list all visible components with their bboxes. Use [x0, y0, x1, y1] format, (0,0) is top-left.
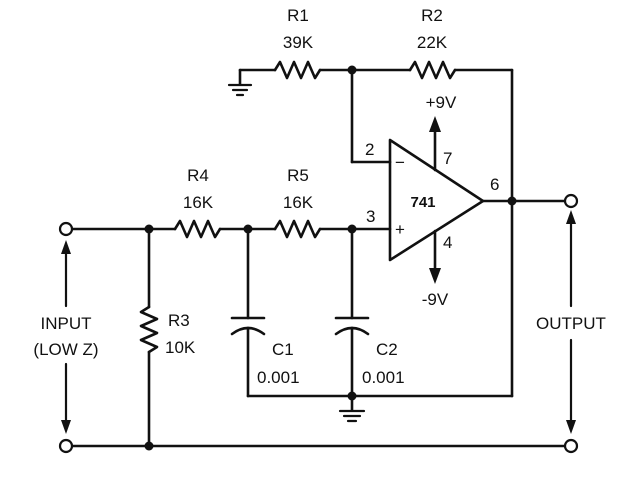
r2-name: R2	[421, 6, 443, 25]
pos-supply-arrow-icon	[429, 116, 441, 132]
junction-output	[507, 196, 517, 206]
r2-value: 22K	[417, 33, 448, 52]
output-terminal-bottom	[563, 438, 579, 454]
r3-name: R3	[168, 311, 190, 330]
c2-name: C2	[376, 340, 398, 359]
output-terminal-top	[563, 193, 579, 209]
r4-resistor	[173, 219, 222, 239]
pin-7-label: 7	[443, 149, 452, 168]
junction-feedback	[347, 65, 357, 75]
r5-value: 16K	[283, 193, 314, 212]
r5-name: R5	[287, 166, 309, 185]
opamp-triangle	[388, 138, 485, 262]
r5-resistor	[273, 219, 322, 239]
r1-value: 39K	[283, 33, 314, 52]
r4-name: R4	[187, 166, 209, 185]
input-double-arrow-icon	[61, 240, 71, 434]
c1-capacitor	[230, 227, 266, 398]
r3-resistor	[139, 305, 159, 354]
r3-value: 10K	[165, 338, 196, 357]
output-label: OUTPUT	[536, 314, 606, 333]
input-label: INPUT	[41, 314, 92, 333]
c2-capacitor	[334, 227, 370, 398]
ground-r1	[227, 68, 277, 97]
opamp-label: 741	[410, 194, 435, 211]
neg-supply-arrow-icon	[429, 268, 441, 284]
pin-4-label: 4	[443, 233, 452, 252]
ground-c2	[338, 394, 366, 423]
pin-2-label: 2	[365, 140, 374, 159]
input-terminal-top	[58, 221, 74, 237]
plus-label: +	[395, 220, 405, 239]
input-impedance-label: (LOW Z)	[33, 340, 98, 359]
neg-supply-label: -9V	[422, 290, 449, 309]
pos-supply-label: +9V	[426, 93, 457, 112]
r1-resistor	[273, 60, 322, 80]
minus-label: −	[395, 153, 405, 172]
r1-name: R1	[287, 6, 309, 25]
c1-value: 0.001	[257, 368, 300, 387]
pin-6-label: 6	[490, 175, 499, 194]
c2-value: 0.001	[362, 368, 405, 387]
c1-name: C1	[272, 340, 294, 359]
output-double-arrow-icon	[566, 210, 576, 434]
input-terminal-bottom	[58, 438, 74, 454]
pin-3-label: 3	[366, 207, 375, 226]
r2-resistor	[408, 60, 457, 80]
r4-value: 16K	[183, 193, 214, 212]
